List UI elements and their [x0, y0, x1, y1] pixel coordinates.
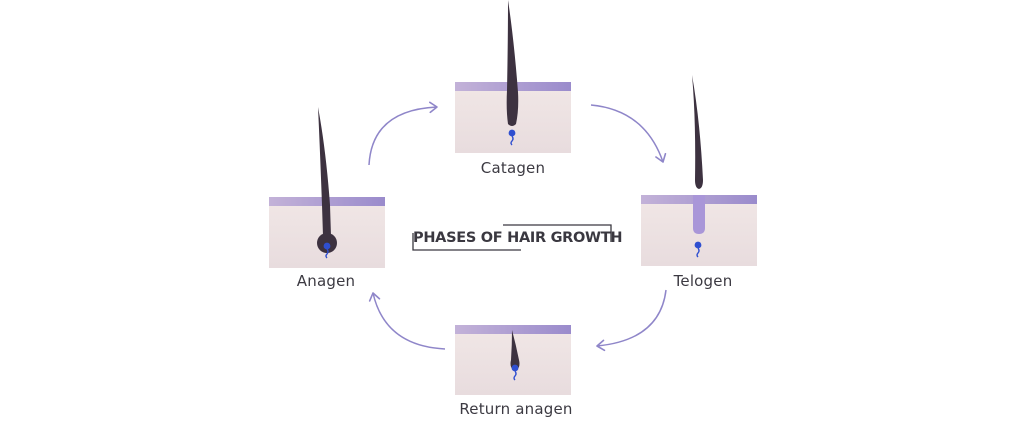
label-telogen: Telogen [673, 272, 733, 290]
return-anagen-panel [455, 325, 571, 395]
telogen-panel [641, 75, 757, 266]
label-return-anagen: Return anagen [459, 400, 573, 418]
arrow-catagen-to-telogen [590, 104, 667, 163]
label-catagen: Catagen [480, 159, 546, 177]
diagram-title: PHASES OF HAIR GROWTH [413, 230, 623, 246]
label-anagen: Anagen [296, 272, 356, 290]
arrow-telogen-to-return [596, 289, 667, 352]
telogen-hair [692, 75, 703, 189]
arrow-anagen-to-catagen [368, 101, 438, 166]
return-anagen-hair [510, 330, 520, 371]
catagen-panel [455, 0, 571, 153]
title-box: PHASES OF HAIR GROWTH [413, 225, 623, 250]
anagen-hair [318, 107, 331, 236]
title-frame [412, 224, 612, 251]
catagen-hair [506, 0, 519, 126]
arrow-return-to-anagen [368, 292, 446, 350]
anagen-panel [269, 107, 385, 268]
